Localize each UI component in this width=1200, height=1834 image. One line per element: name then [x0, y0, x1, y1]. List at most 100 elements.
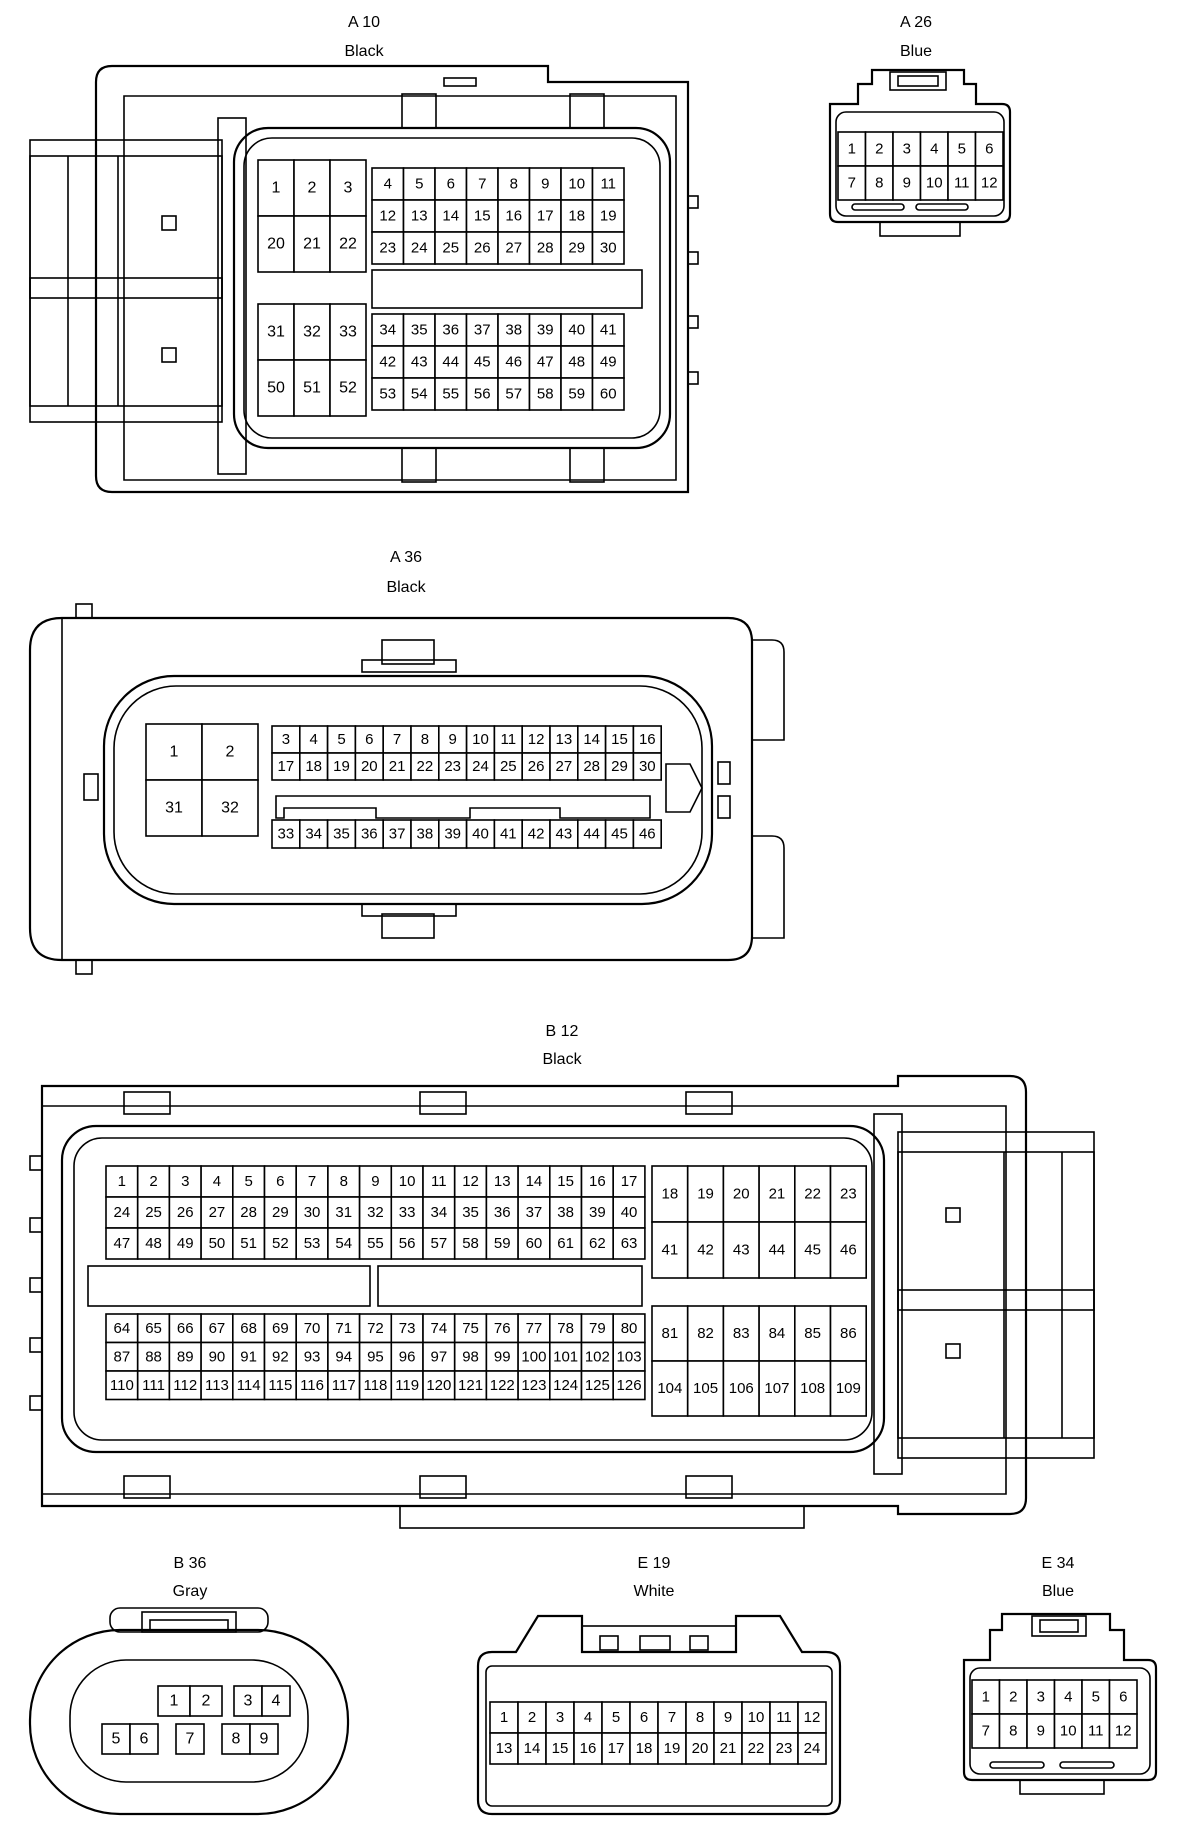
a10-pin-4-label: 4	[384, 176, 392, 193]
e19-pin-1-cell	[489, 1701, 519, 1734]
b12-pin-47-cell	[105, 1227, 139, 1260]
b12-pin-63-cell	[612, 1227, 646, 1260]
a36-pin-31-label: 31	[165, 800, 183, 817]
b12-pin-13-label: 13	[494, 1173, 511, 1190]
a36-pin-41-cell	[493, 819, 523, 849]
b12-pin-97-label: 97	[431, 1348, 448, 1365]
a36-pin-17-cell	[271, 752, 301, 781]
b12-pin-76-label: 76	[494, 1320, 511, 1337]
a10-pin-31-label: 31	[267, 324, 285, 341]
b12-pin-125-cell	[580, 1370, 615, 1401]
connector-b36-color: Gray	[173, 1583, 208, 1600]
e19-pin-22-label: 22	[748, 1740, 765, 1757]
a10-pin-25-label: 25	[442, 240, 459, 257]
a36-pin-1-label: 1	[170, 744, 179, 761]
b12-pin-95-label: 95	[367, 1348, 384, 1365]
e19-pin-15-label: 15	[552, 1740, 569, 1757]
b12-pin-117-label: 117	[332, 1377, 356, 1394]
a10-pin-55-label: 55	[442, 386, 459, 403]
e34-pin-6-label: 6	[1119, 1689, 1127, 1706]
e19-pin-7-label: 7	[668, 1709, 676, 1726]
a10-pin-22-label: 22	[339, 236, 357, 253]
a26-pin-6-cell	[974, 131, 1004, 167]
a36-pin-29-cell	[604, 752, 635, 781]
b12-pin-109-cell	[829, 1360, 868, 1417]
a36-pin-32-cell	[201, 779, 259, 837]
e19-pin-10-cell	[741, 1701, 771, 1734]
connector-e34-code: E 34	[1042, 1555, 1075, 1572]
b12-pin-113-label: 113	[205, 1377, 229, 1394]
b12-pin-47-label: 47	[114, 1235, 131, 1252]
a10-pin-29-cell	[560, 231, 594, 265]
a36-pin-45-label: 45	[611, 826, 628, 843]
a36-pin-40-label: 40	[472, 826, 489, 843]
b12-pin-4-label: 4	[213, 1173, 221, 1190]
a10-pin-27-label: 27	[505, 240, 522, 257]
a10-pin-15-label: 15	[474, 208, 491, 225]
b12-pin-108-label: 108	[800, 1380, 825, 1397]
a26-pin-4-label: 4	[930, 141, 938, 158]
b12-pin-101-label: 101	[553, 1348, 578, 1365]
a36-pin-14-label: 14	[583, 731, 600, 748]
b12-pin-85-label: 85	[804, 1325, 821, 1342]
b12-pin-104-cell	[651, 1360, 689, 1417]
b12-pin-75-cell	[453, 1313, 488, 1344]
b12-pin-91-label: 91	[240, 1348, 257, 1365]
e34-pin-7-label: 7	[982, 1723, 990, 1740]
a26-pin-3-label: 3	[903, 141, 911, 158]
a36-pin-40-cell	[465, 819, 496, 849]
b36-pin-4-cell	[261, 1685, 291, 1717]
b12-pin-110-cell	[105, 1370, 139, 1401]
a10-pin-9-cell	[528, 167, 562, 201]
a36-pin-43-label: 43	[556, 826, 573, 843]
b12-pin-90-label: 90	[209, 1348, 226, 1365]
a10-pin-38-label: 38	[505, 322, 522, 339]
b12-pin-106-cell	[722, 1360, 760, 1417]
a26-pin-8-label: 8	[875, 175, 883, 192]
b36-pin-8-cell	[221, 1723, 251, 1755]
a10-pin-3-cell	[329, 159, 367, 217]
a36-pin-44-cell	[576, 819, 607, 849]
a10-pin-44-cell	[434, 345, 468, 379]
connector-b12-housing	[29, 1074, 1095, 1529]
b12-pin-71-label: 71	[335, 1320, 352, 1337]
b12-pin-75-label: 75	[462, 1320, 479, 1337]
b36-pin-1-cell	[157, 1685, 191, 1717]
a36-pin-6-label: 6	[365, 731, 373, 748]
b12-pin-87-label: 87	[114, 1348, 131, 1365]
b12-pin-52-label: 52	[272, 1235, 289, 1252]
a36-pin-31-cell	[145, 779, 203, 837]
b12-pin-107-label: 107	[764, 1380, 789, 1397]
b12-pin-22-label: 22	[804, 1186, 821, 1203]
a10-pin-22-cell	[329, 215, 367, 273]
a36-pin-21-label: 21	[389, 758, 406, 775]
e34-pin-9-label: 9	[1037, 1723, 1045, 1740]
a26-pin-7-label: 7	[848, 175, 856, 192]
e34-pin-1-label: 1	[982, 1689, 990, 1706]
b36-pin-9-label: 9	[260, 1731, 269, 1748]
b12-pin-23-label: 23	[840, 1186, 857, 1203]
b12-pin-60-cell	[517, 1227, 551, 1260]
b12-pin-96-label: 96	[399, 1348, 416, 1365]
b12-pin-26-label: 26	[177, 1204, 194, 1221]
b12-pin-110-label: 110	[110, 1377, 134, 1394]
a10-pin-26-cell	[465, 231, 499, 265]
b12-pin-92-label: 92	[272, 1348, 289, 1365]
connector-a10-housing	[29, 64, 699, 494]
a10-pin-12-label: 12	[379, 208, 396, 225]
a26-pin-12-cell	[974, 165, 1004, 201]
e19-pin-13-cell	[489, 1732, 519, 1765]
b12-pin-100-label: 100	[521, 1348, 546, 1365]
b12-pin-104-label: 104	[657, 1380, 682, 1397]
b12-pin-126-cell	[612, 1370, 646, 1401]
b12-pin-28-label: 28	[240, 1204, 257, 1221]
b12-pin-20-label: 20	[733, 1186, 750, 1203]
b12-pin-29-cell	[263, 1196, 298, 1229]
b12-pin-125-label: 125	[585, 1377, 610, 1394]
connector-a10-code: A 10	[348, 14, 380, 31]
a10-pin-24-cell	[402, 231, 436, 265]
e19-pin-22-cell	[741, 1732, 771, 1765]
e19-pin-9-label: 9	[724, 1709, 732, 1726]
